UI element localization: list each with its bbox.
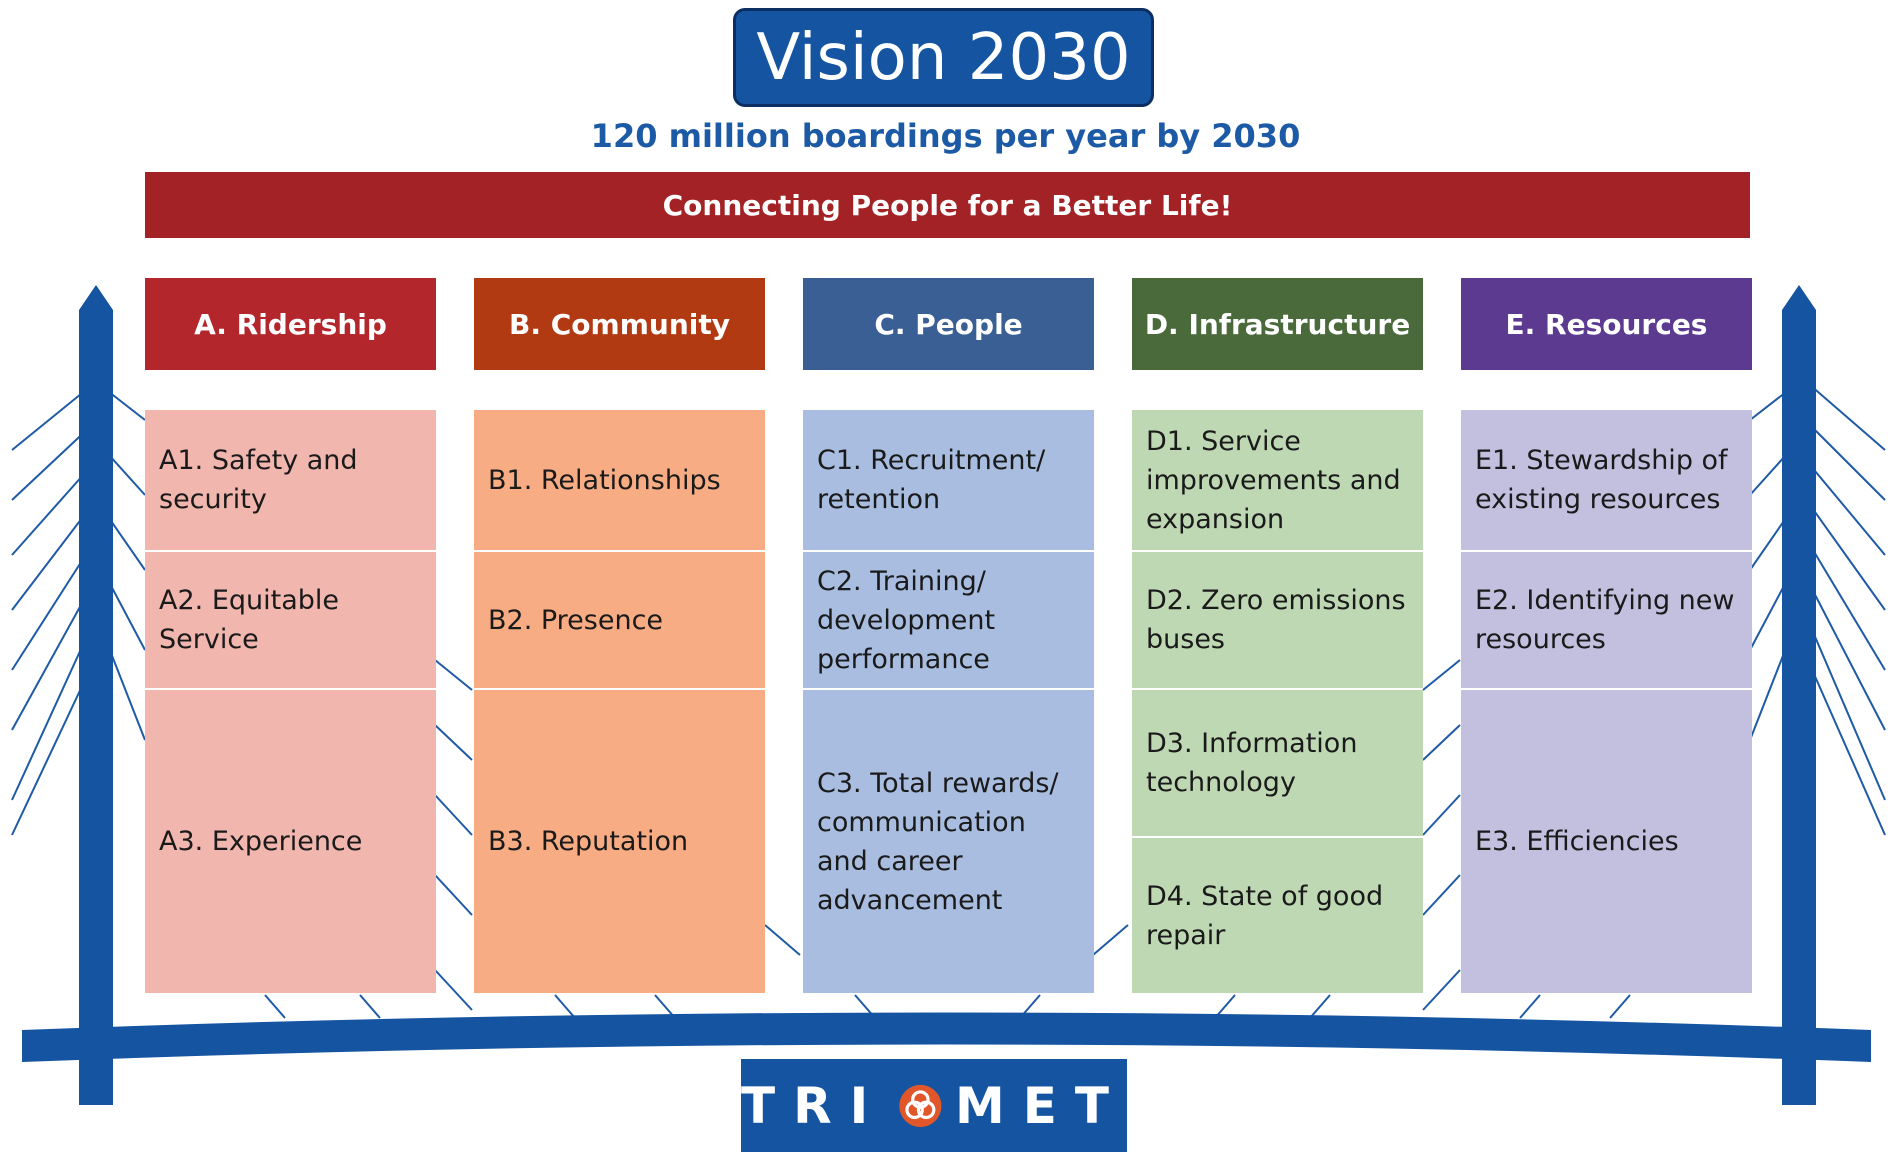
goal-cell-d3: D3. Information technology (1132, 690, 1423, 836)
goal-cell-e2: E2. Identifying new resources (1461, 552, 1752, 688)
goal-cell-b1: B1. Relationships (474, 410, 765, 550)
column-header-people: C. People (803, 278, 1094, 370)
right-tower (1782, 285, 1816, 1105)
column-header-resources: E. Resources (1461, 278, 1752, 370)
goal-cell-a1: A1. Safety and security (145, 410, 436, 550)
column-header-infrastructure: D. Infrastructure (1132, 278, 1423, 370)
page-subtitle: 120 million boardings per year by 2030 (590, 117, 1301, 155)
goal-cell-c3: C3. Total rewards/ communication and car… (803, 690, 1094, 993)
goal-cell-b2: B2. Presence (474, 552, 765, 688)
trimet-knot-icon (899, 1084, 942, 1127)
column-header-community: B. Community (474, 278, 765, 370)
goal-cell-d1: D1. Service improvements and expansion (1132, 410, 1423, 550)
trimet-logo: TRI MET (741, 1059, 1127, 1152)
goal-cell-c2: C2. Training/ development performance (803, 552, 1094, 688)
goal-cell-a2: A2. Equitable Service (145, 552, 436, 688)
bridge-deck (22, 1012, 1871, 1062)
goal-cell-c1: C1. Recruitment/ retention (803, 410, 1094, 550)
logo-text-right: MET (954, 1076, 1127, 1135)
goal-cell-e1: E1. Stewardship of existing resources (1461, 410, 1752, 550)
left-tower (79, 285, 113, 1105)
goal-cell-a3: A3. Experience (145, 690, 436, 993)
goal-cell-b3: B3. Reputation (474, 690, 765, 993)
column-header-ridership: A. Ridership (145, 278, 436, 370)
goal-cell-d4: D4. State of good repair (1132, 838, 1423, 993)
mission-banner: Connecting People for a Better Life! (145, 172, 1750, 238)
goal-cell-e3: E3. Efficiencies (1461, 690, 1752, 993)
logo-text-left: TRI (741, 1076, 887, 1135)
page-title: Vision 2030 (733, 8, 1154, 107)
goal-cell-d2: D2. Zero emissions buses (1132, 552, 1423, 688)
